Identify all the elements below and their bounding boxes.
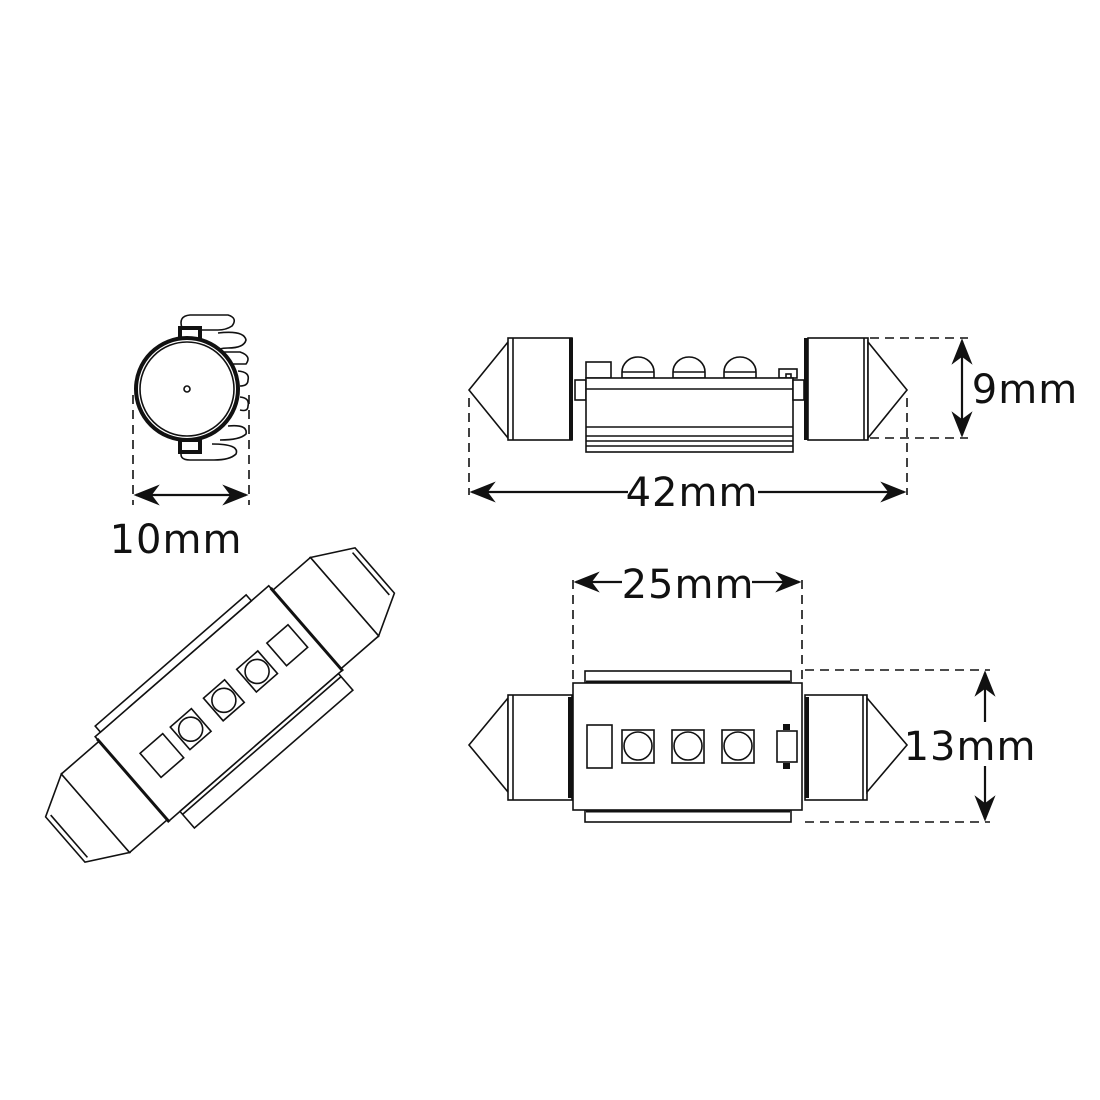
- led-domes: [621, 356, 757, 379]
- left-cone: [467, 339, 509, 441]
- top-led-3: [721, 729, 755, 764]
- top-view: 25mm 13mm: [467, 562, 1037, 823]
- center-point: [183, 385, 191, 393]
- top-right-cone: [866, 695, 909, 795]
- iso-led-3: [235, 649, 279, 694]
- dim-label-25mm: 25mm: [622, 562, 755, 608]
- top-right-cap: [804, 694, 868, 801]
- iso-led-1: [169, 707, 213, 751]
- dim-label-42mm: 42mm: [626, 470, 759, 516]
- top-diode: [776, 730, 798, 763]
- left-cap: [507, 337, 573, 441]
- top-led-2: [671, 729, 705, 764]
- end-view: 10mm: [110, 314, 250, 563]
- iso-rail-bottom: [178, 672, 355, 830]
- end-circle: [134, 336, 240, 442]
- right-connector: [792, 379, 805, 401]
- iso-resistor: [138, 732, 185, 779]
- heatsink-fins: [180, 314, 250, 461]
- top-resistor: [586, 724, 613, 769]
- top-led-1: [621, 729, 655, 764]
- iso-diode: [265, 623, 309, 667]
- side-body: [585, 377, 794, 453]
- dim-label-9mm: 9mm: [972, 367, 1078, 413]
- right-cap: [807, 337, 869, 441]
- side-view: 9mm 42mm: [467, 337, 1078, 516]
- dim-label-10mm: 10mm: [110, 517, 243, 563]
- top-left-cone: [467, 695, 509, 795]
- top-left-cap: [507, 694, 573, 801]
- resistor: [585, 361, 612, 379]
- left-connector: [574, 379, 587, 401]
- right-cone: [867, 339, 909, 441]
- isometric-view: [44, 546, 396, 864]
- end-circle-inner: [139, 341, 235, 437]
- iso-rail-top: [94, 593, 253, 734]
- dim-label-13mm: 13mm: [904, 724, 1037, 770]
- iso-led-2: [202, 678, 246, 722]
